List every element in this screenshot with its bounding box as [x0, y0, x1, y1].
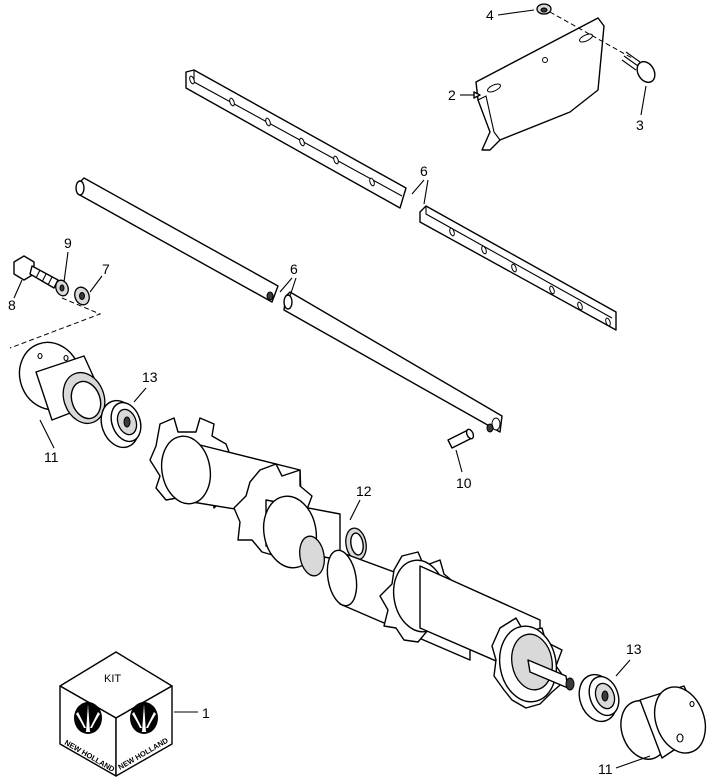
new-holland-leaf-icon	[130, 702, 158, 734]
callout-11-left: 11	[44, 449, 59, 465]
callout-1: 1	[202, 705, 210, 721]
washer-7	[74, 286, 90, 306]
leader-6-shaft	[279, 277, 297, 297]
sprocket-middle	[233, 463, 341, 577]
leader-7	[89, 275, 103, 293]
bearing-left	[100, 399, 142, 449]
leader-2-arrow	[473, 91, 481, 99]
callout-13-left: 13	[142, 369, 158, 385]
leader-4	[497, 9, 535, 16]
callout-12: 12	[356, 483, 372, 499]
bolt-8	[13, 255, 59, 289]
leader-9	[63, 251, 69, 283]
callout-6-strip: 6	[420, 163, 428, 179]
bearing-right	[578, 673, 620, 723]
sprocket-tube-right	[326, 549, 575, 709]
callout-4: 4	[486, 7, 494, 23]
leader-10	[455, 449, 463, 473]
callout-3: 3	[636, 117, 644, 133]
kit-box: KIT NEW HOLLAND NEW HOLLAND	[59, 651, 173, 777]
callout-11-right: 11	[598, 761, 613, 777]
flat-strip-lower	[419, 205, 617, 331]
top-bolt	[621, 51, 656, 84]
leader-11-right	[615, 755, 651, 769]
callout-6-shaft: 6	[290, 261, 298, 277]
leader-3	[640, 85, 647, 116]
washer-9	[55, 279, 69, 297]
leader-6-strip	[411, 179, 429, 205]
callout-10: 10	[456, 475, 472, 491]
callout-8: 8	[8, 297, 16, 313]
flat-strip-upper	[185, 69, 407, 209]
assembly-line-bolt	[9, 297, 102, 349]
callout-9: 9	[64, 235, 72, 251]
leader-13-right	[615, 659, 631, 677]
callout-7: 7	[102, 261, 110, 277]
new-holland-leaf-icon	[74, 702, 102, 734]
callout-13-right: 13	[626, 641, 642, 657]
top-nut	[536, 3, 552, 15]
callout-2: 2	[448, 87, 456, 103]
pin	[447, 428, 475, 449]
housing-left	[18, 341, 106, 425]
leader-8	[13, 279, 23, 299]
mounting-plate	[475, 17, 605, 151]
kit-label: KIT	[104, 673, 121, 685]
shaft-upper	[75, 177, 279, 303]
housing-right	[620, 685, 707, 760]
leader-13-left	[133, 387, 147, 403]
leader-11-left	[39, 419, 55, 449]
shaft-lower	[283, 291, 503, 433]
leader-12	[349, 499, 361, 521]
sprocket-tube-left	[149, 417, 303, 521]
